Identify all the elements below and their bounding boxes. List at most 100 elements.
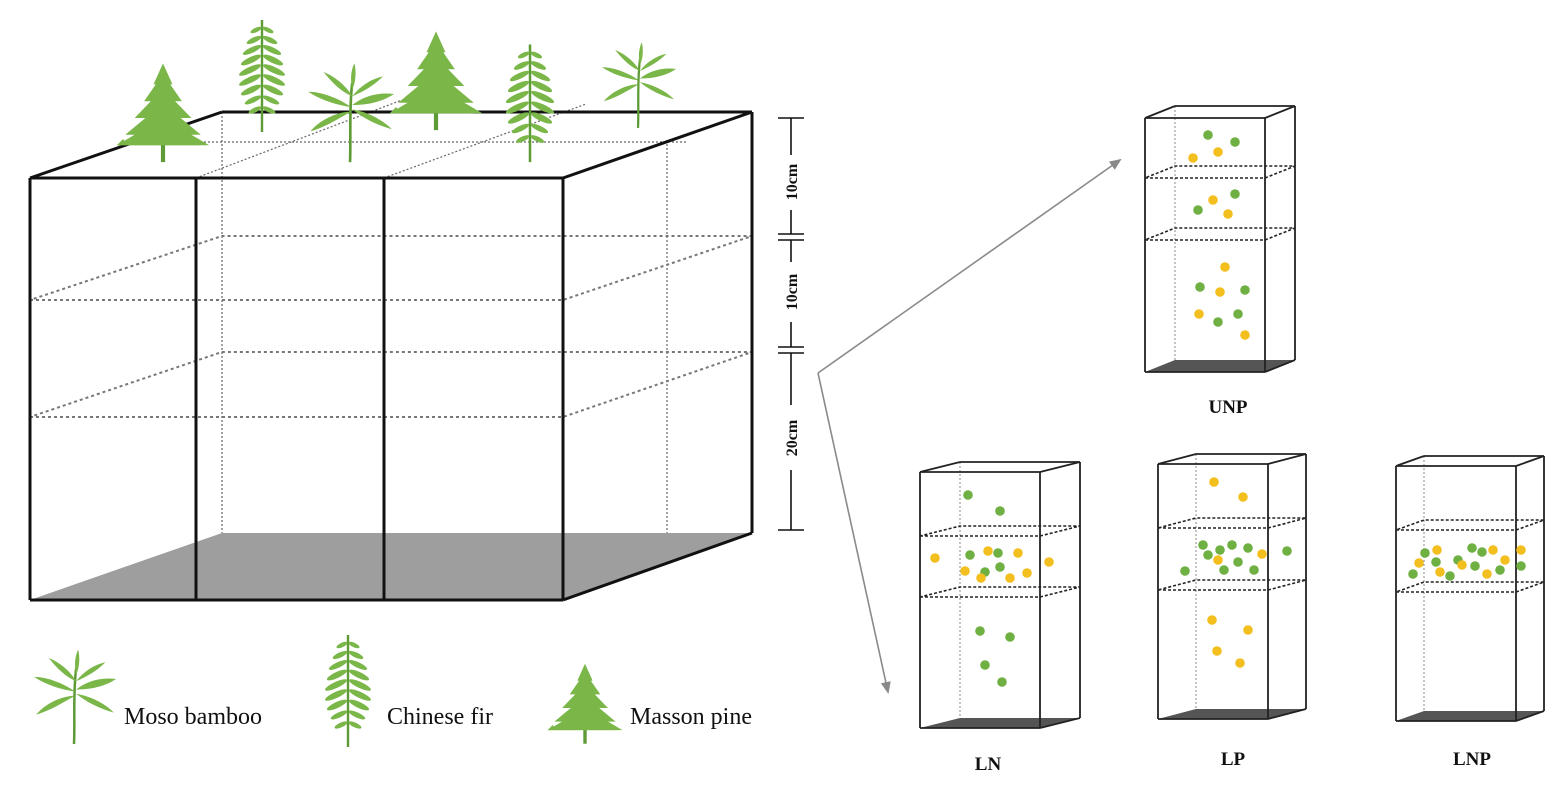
nitrogen-dot (1005, 632, 1015, 642)
masson-pine-icon (116, 63, 210, 163)
phosphorus-dot (1435, 567, 1445, 577)
nitrogen-dot (1198, 540, 1208, 550)
column-lnp (1395, 455, 1545, 722)
nitrogen-dot (993, 548, 1003, 558)
nitrogen-dot (1240, 285, 1250, 295)
nitrogen-dot (963, 490, 973, 500)
nitrogen-dot (1193, 205, 1203, 215)
column-edge (1264, 359, 1296, 373)
column-edge (1157, 453, 1197, 465)
nitrogen-dot (1195, 282, 1205, 292)
column-floor (920, 718, 1080, 728)
soil-box (28, 99, 754, 602)
nitrogen-dot (965, 550, 975, 560)
phosphorus-dot (1500, 555, 1510, 565)
column-lp (1157, 453, 1307, 720)
column-floor (1158, 709, 1306, 719)
nitrogen-dot (980, 660, 990, 670)
phosphorus-dot (1414, 558, 1424, 568)
phosphorus-dot (1194, 309, 1204, 319)
phosphorus-dot (1188, 153, 1198, 163)
column-label-lnp: LNP (1453, 749, 1491, 770)
column-edge (1267, 708, 1307, 720)
phosphorus-dot (1220, 262, 1230, 272)
nitrogen-dot (995, 506, 1005, 516)
nitrogen-dot (1516, 561, 1526, 571)
phosphorus-dot (1207, 615, 1217, 625)
phosphorus-dot (1212, 646, 1222, 656)
phosphorus-dot (930, 553, 940, 563)
arrow-to-ln (817, 372, 891, 694)
nitrogen-dot (1408, 569, 1418, 579)
phosphorus-dot (1240, 330, 1250, 340)
moso-bamboo-icon (32, 648, 118, 746)
phosphorus-dot (1457, 560, 1467, 570)
column-layer-boundary (919, 525, 1081, 537)
dimension-top-label: 10cm (784, 163, 801, 200)
masson-pine-icon (547, 663, 623, 744)
phosphorus-dot (1215, 287, 1225, 297)
legend-chinese-fir: Chinese fir (323, 635, 493, 747)
nitrogen-dot (1282, 546, 1292, 556)
column-layer-boundary (1395, 581, 1545, 593)
phosphorus-dot (1013, 548, 1023, 558)
phosphorus-dot (960, 566, 970, 576)
column-edge (919, 461, 961, 473)
nitrogen-dot (1213, 317, 1223, 327)
layer-boundaries (29, 235, 753, 418)
legend-masson-pine: Masson pine (547, 663, 752, 744)
phosphorus-dot (1482, 569, 1492, 579)
legend-moso-bamboo: Moso bamboo (32, 648, 262, 746)
column-layer-boundary (1157, 579, 1307, 591)
moso-bamboo-icon (600, 41, 678, 130)
phosphorus-dot (1223, 209, 1233, 219)
nitrogen-dot (1249, 565, 1259, 575)
legend-label: Chinese fir (387, 704, 493, 730)
soil-box-floor (30, 533, 752, 600)
column-edge (1039, 461, 1081, 473)
chinese-fir-icon (237, 20, 287, 132)
chinese-fir-icon (504, 44, 556, 163)
nitrogen-dot (1431, 557, 1441, 567)
nitrogen-dot (1230, 189, 1240, 199)
phosphorus-dot (1257, 549, 1267, 559)
column-layer-boundary (1395, 519, 1545, 531)
dimension-bar (778, 117, 804, 531)
phosphorus-dot (1005, 573, 1015, 583)
phosphorus-dot (1022, 568, 1032, 578)
nitrogen-dot (1495, 565, 1505, 575)
legend-label: Moso bamboo (124, 704, 262, 730)
nitrogen-dot (997, 677, 1007, 687)
column-floor (1396, 711, 1544, 721)
arrow-to-unp (817, 158, 1122, 374)
soil-box-edges (28, 110, 754, 602)
nitrogen-dot (1243, 543, 1253, 553)
nitrogen-dot (1233, 309, 1243, 319)
column-edge (1144, 105, 1176, 119)
phosphorus-dot (1044, 557, 1054, 567)
column-unp (1144, 105, 1296, 373)
phosphorus-dot (1213, 555, 1223, 565)
nitrogen-dot (1420, 548, 1430, 558)
soil-box-hidden-edges (140, 99, 686, 533)
column-edge (1264, 105, 1296, 119)
phosphorus-dot (1516, 545, 1526, 555)
nitrogen-dot (1467, 543, 1477, 553)
column-layer-boundary (1157, 517, 1307, 529)
nitrogen-dot (1445, 571, 1455, 581)
phosphorus-dot (1243, 625, 1253, 635)
phosphorus-dot (1235, 658, 1245, 668)
phosphorus-dot (1432, 545, 1442, 555)
phosphorus-dot (976, 573, 986, 583)
dimension-bottom-label: 20cm (784, 419, 801, 456)
column-edge (1515, 710, 1545, 722)
column-label-lp: LP (1221, 749, 1246, 770)
phosphorus-dot (983, 546, 993, 556)
arrows (817, 158, 1122, 694)
nitrogen-dot (1180, 566, 1190, 576)
masson-pine-icon (389, 31, 483, 131)
phosphorus-dot (1213, 147, 1223, 157)
column-layer-boundary (919, 586, 1081, 598)
nitrogen-dot (1203, 130, 1213, 140)
